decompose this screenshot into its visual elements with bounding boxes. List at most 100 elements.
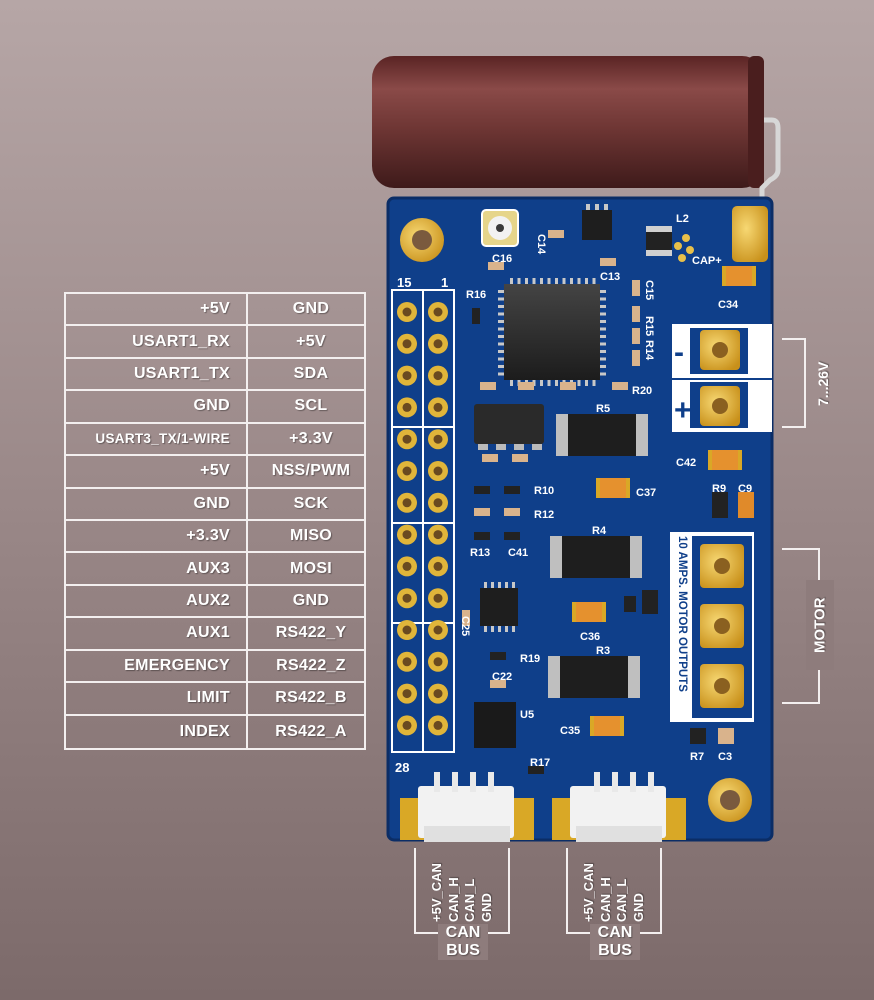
tantalum-capacitor — [722, 266, 756, 286]
can-bus-label-line1: CAN — [597, 924, 633, 941]
component-label-u5: U5 — [520, 709, 534, 721]
electrolytic-capacitor — [372, 56, 781, 224]
pin-label-left: +5V — [200, 300, 230, 318]
pin-row: +5V NSS/PWM — [66, 456, 364, 489]
cap-plus-pad — [732, 206, 768, 262]
tantalum-capacitor — [708, 450, 742, 470]
tantalum-capacitor — [572, 602, 606, 622]
pin-label-left: LIMIT — [186, 689, 230, 707]
pin-label-right: MISO — [289, 527, 333, 545]
component-label-l2: L2 — [676, 213, 689, 225]
pin-label-left: AUX1 — [186, 624, 230, 642]
pin-label-left: GND — [193, 494, 230, 512]
pin-label-right: GND — [292, 592, 330, 610]
component-label-c42: C42 — [676, 457, 696, 469]
microcontroller-chip — [498, 278, 606, 386]
pin-label-right: NSS/PWM — [271, 462, 351, 480]
component-label-c25: C25 — [459, 616, 471, 636]
smd-component — [490, 652, 506, 660]
smd-component — [504, 508, 520, 516]
pin-label-right: GND — [292, 300, 330, 318]
tantalum-capacitor — [590, 716, 624, 736]
header-label-second: 1 — [441, 275, 448, 290]
smd-component — [504, 486, 520, 494]
pin-label-right: SDA — [293, 365, 329, 383]
smd-component — [600, 258, 616, 266]
smd-component — [518, 382, 534, 390]
shunt-resistor-r3 — [548, 656, 640, 698]
can-bus-label-line1: CAN — [445, 924, 481, 941]
component-label-r10: R10 — [534, 485, 554, 497]
smd-component — [718, 728, 734, 744]
component-label-r15: R15 — [643, 316, 655, 336]
tantalum-capacitor — [596, 478, 630, 498]
smd-component — [474, 532, 490, 540]
component-label-r16: R16 — [466, 289, 486, 301]
smd-component — [490, 680, 506, 688]
component-label-r19: R19 — [520, 653, 540, 665]
smd-component — [632, 280, 640, 296]
pin-label-right: MOSI — [289, 559, 333, 577]
pin-label-right: +3.3V — [289, 429, 333, 447]
component-label-c9: C9 — [738, 483, 752, 495]
can-pin-label: +5V_CAN — [429, 863, 444, 922]
pin-label-left: USART3_TX/1-WIRE — [95, 431, 230, 447]
can-pin-label: CAN_L — [462, 878, 478, 922]
power-minus-pad — [700, 330, 740, 370]
pin-label-left: GND — [193, 397, 230, 415]
mounting-hole-icon — [708, 778, 752, 822]
component-label-c41: C41 — [508, 547, 528, 559]
smd-component — [480, 382, 496, 390]
power-plus-pad — [700, 386, 740, 426]
component-label-r9: R9 — [712, 483, 726, 495]
component-label-c16: C16 — [492, 253, 512, 265]
smd-component — [712, 492, 728, 518]
smd-component — [560, 382, 576, 390]
pin-label-right: RS422_Z — [276, 656, 346, 674]
smd-component — [488, 262, 504, 270]
component-label-r7: R7 — [690, 751, 704, 763]
component-label-cap-plus: CAP+ — [692, 255, 722, 267]
motor-pad-3 — [700, 664, 744, 708]
power-bracket — [782, 338, 806, 428]
component-label-c34: C34 — [718, 299, 739, 311]
smd-component — [462, 610, 470, 626]
component-label-r3: R3 — [596, 645, 610, 657]
pin-label-right: SCK — [293, 494, 329, 512]
smd-component — [632, 328, 640, 344]
smd-component — [472, 308, 480, 324]
smd-component — [512, 454, 528, 462]
smd-component — [612, 382, 628, 390]
smd-component — [528, 766, 544, 774]
pin-row: GND SCK — [66, 489, 364, 521]
component-label-r13: R13 — [470, 547, 490, 559]
motor-pad-1 — [700, 544, 744, 588]
can-pin-label: CAN_H — [445, 877, 461, 922]
pin-label-right: +5V — [296, 332, 326, 350]
pin-label-right: RS422_A — [275, 722, 347, 740]
pin-row: +5V GND — [66, 294, 364, 327]
smd-component — [474, 508, 490, 516]
motor-outputs-label: 10 AMPS. MOTOR OUTPUTS — [676, 536, 688, 692]
pin-label-left: +3.3V — [186, 527, 230, 545]
pin-row: USART3_TX/1-WIRE +3.3V — [66, 424, 364, 457]
header-label-last: 28 — [395, 760, 409, 775]
pin-label-left: +5V — [200, 462, 230, 480]
header-label-first: 15 — [397, 275, 411, 290]
component-label-c15: C15 — [643, 280, 655, 300]
smd-component — [632, 306, 640, 322]
can-bus-label-line2: BUS — [446, 942, 480, 959]
component-label-c35: C35 — [560, 725, 580, 737]
component-label-c14: C14 — [535, 234, 547, 255]
smd-component — [690, 728, 706, 744]
